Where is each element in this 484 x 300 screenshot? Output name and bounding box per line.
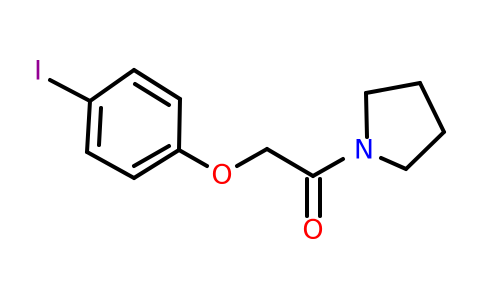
benzene-ring — [85, 68, 182, 180]
ring-inner-bond-bottom — [132, 144, 171, 168]
nitrogen-atom-label: N — [354, 135, 374, 166]
ring-inner-bond-left — [97, 106, 103, 147]
pyrrolidine-bond-top — [364, 81, 422, 95]
oxygen-methylene-bond — [235, 147, 269, 168]
ether-oxygen-atom-label: O — [211, 160, 232, 191]
ring-bond-top-left — [88, 68, 136, 103]
carbonyl-nitrogen-bond — [311, 157, 345, 178]
carbonyl-oxygen-atom-label: O — [302, 215, 323, 246]
ring-bond-left — [85, 99, 92, 154]
ring-inner-bond-top — [133, 82, 171, 107]
ring-bond-right — [177, 97, 182, 152]
ring-bond-bottom-left — [85, 150, 136, 180]
carbon-iodine-bond — [48, 78, 92, 103]
ring-bond-top-right — [132, 68, 182, 101]
ring-bond-bottom-right — [132, 148, 181, 180]
pyrrolidine-bond-bottom — [404, 130, 446, 171]
pyrrolidine-ring — [364, 81, 446, 171]
pyrrolidine-bond-right — [418, 81, 446, 134]
iodine-atom-label: I — [34, 56, 42, 87]
pyrrolidine-bond-n-bottom — [379, 156, 408, 171]
aryl-oxygen-bond — [177, 148, 209, 168]
pyrrolidine-bond-n-top — [364, 91, 369, 139]
methylene-carbonyl-bond — [265, 147, 315, 178]
